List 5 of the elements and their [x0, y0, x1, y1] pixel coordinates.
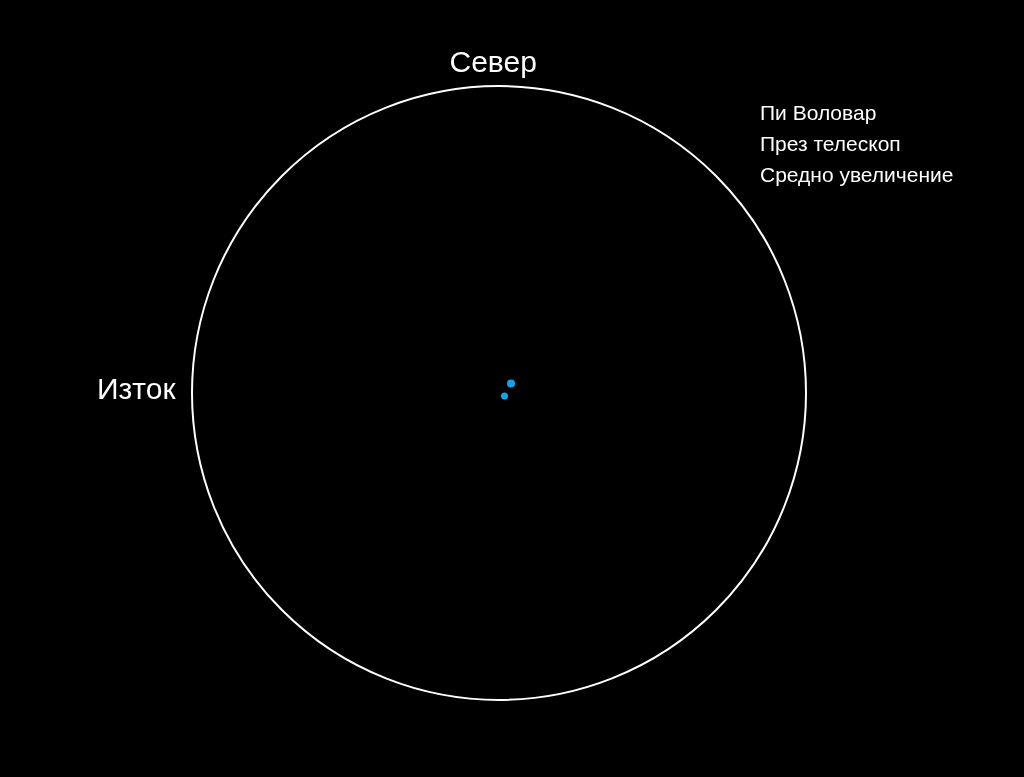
- direction-label: Север: [449, 45, 537, 80]
- info-text: Средно увеличение: [760, 163, 954, 188]
- info-text: През телескоп: [760, 132, 901, 157]
- direction-label: Изток: [97, 372, 176, 407]
- info-text: Пи Воловар: [760, 101, 877, 126]
